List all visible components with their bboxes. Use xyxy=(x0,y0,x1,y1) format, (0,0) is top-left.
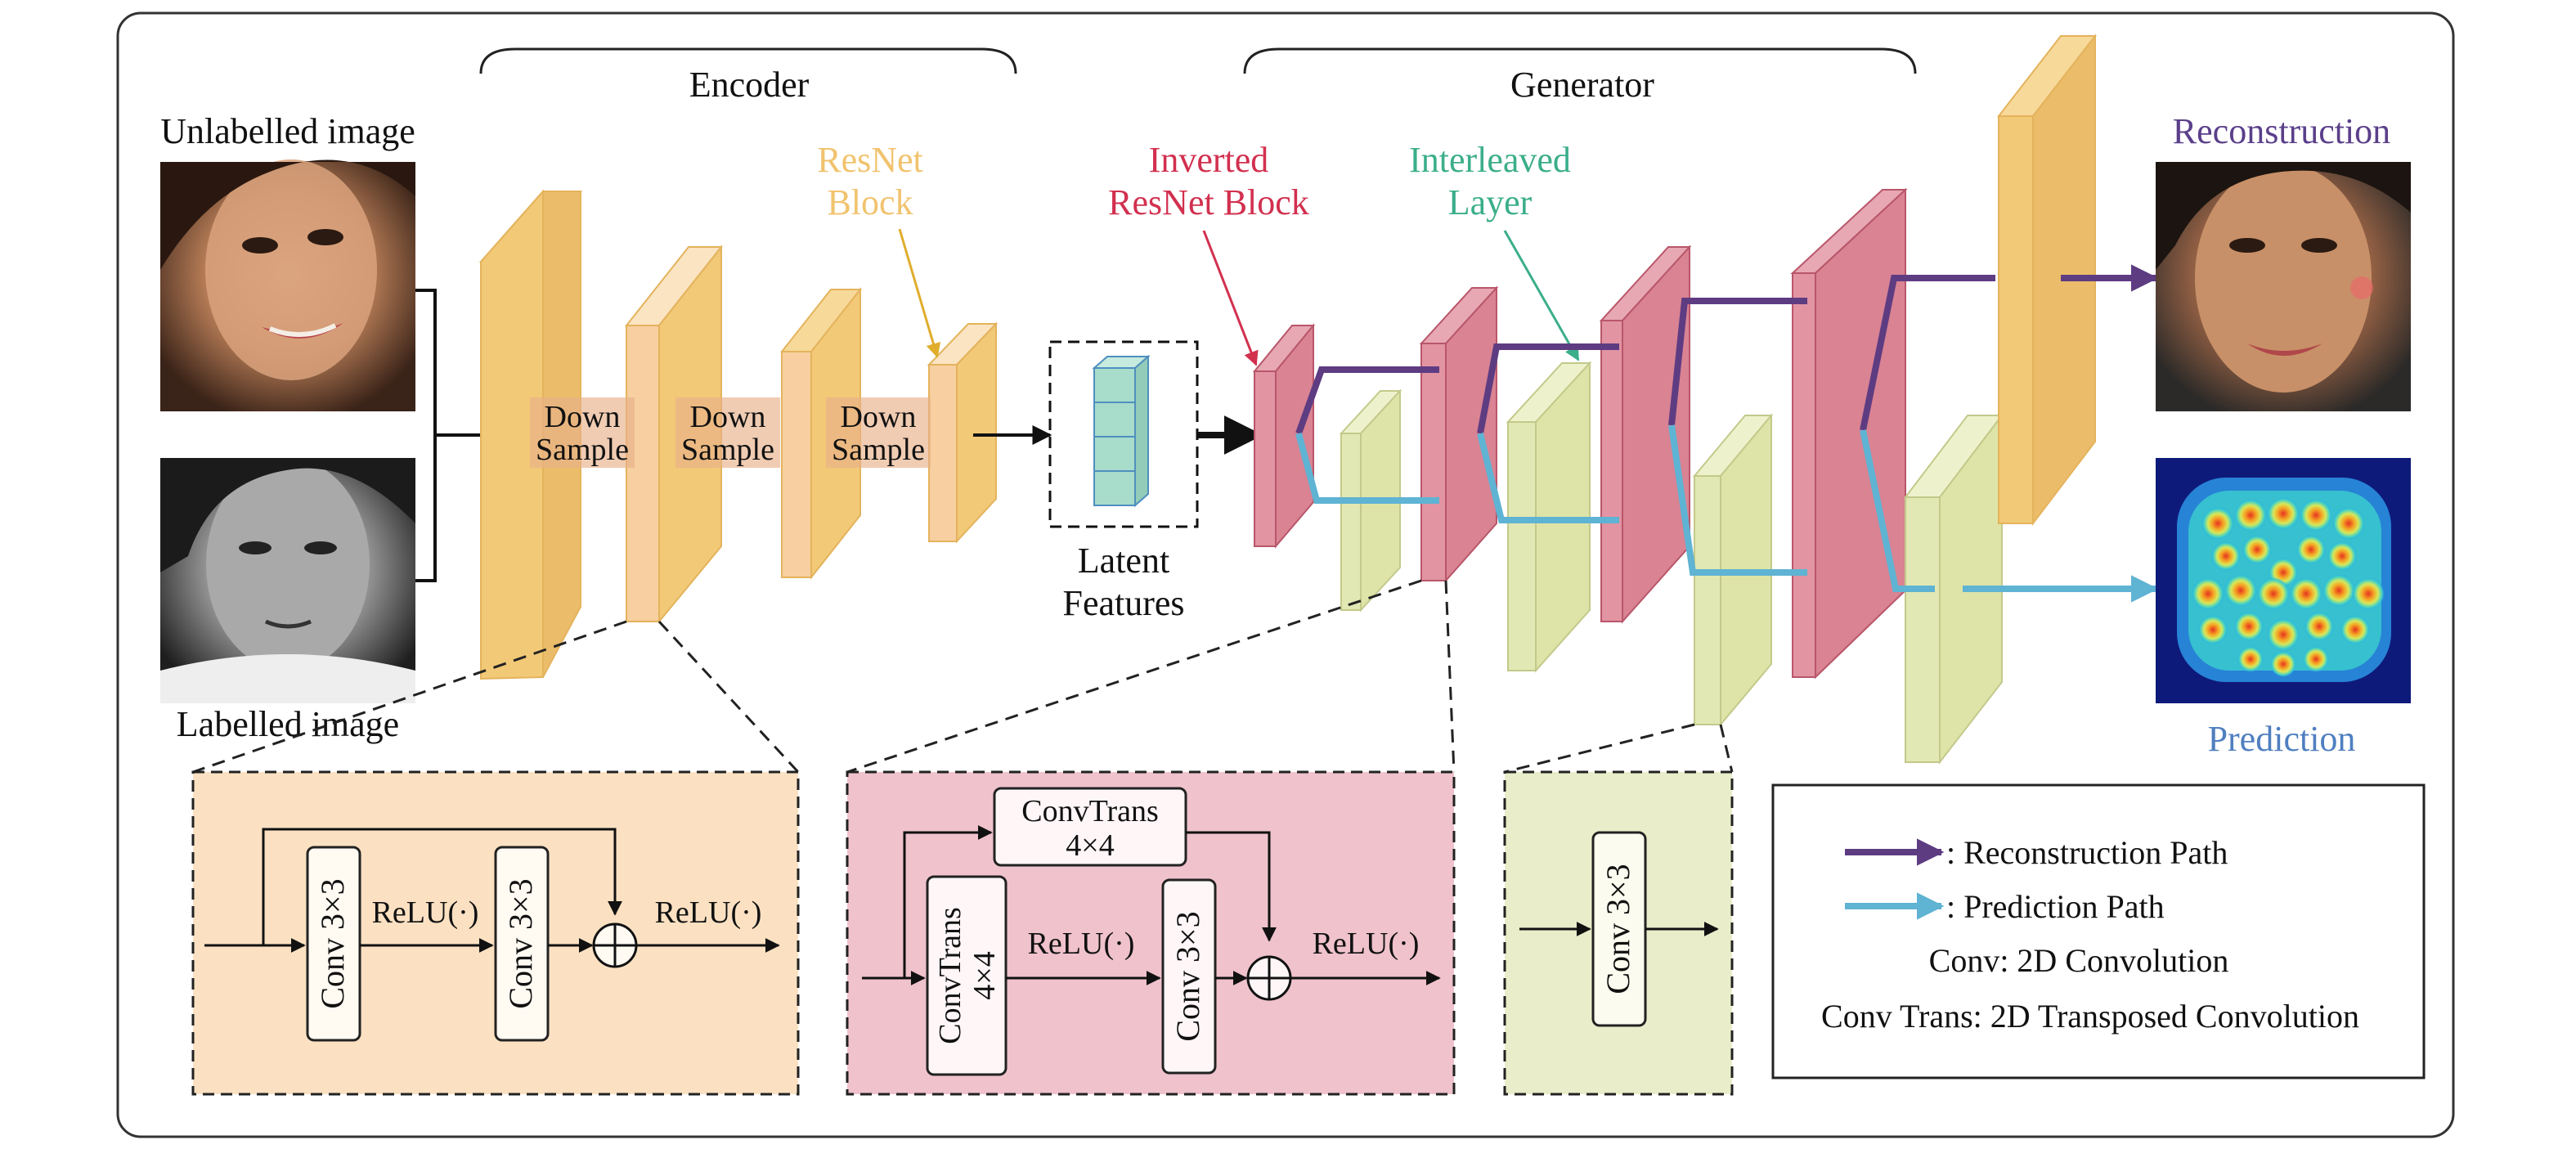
down-sample-2: Down Sample xyxy=(675,397,780,468)
interleaved-layer-label: Interleaved xyxy=(1409,140,1571,180)
svg-text:ConvTrans: ConvTrans xyxy=(1021,794,1159,828)
legend-reconstruction-text: : Reconstruction Path xyxy=(1946,834,2228,871)
latent-features-label: Latent xyxy=(1078,541,1169,581)
inverted-resnet-label: Inverted xyxy=(1149,140,1269,180)
svg-text:Sample: Sample xyxy=(536,433,629,467)
oplus-sum-icon xyxy=(592,922,638,968)
svg-text:Down: Down xyxy=(690,400,766,434)
zoom-line-interleaved-right xyxy=(1719,724,1734,773)
svg-text:Conv 3×3: Conv 3×3 xyxy=(314,878,351,1008)
zoom-line-interleaved-left xyxy=(1504,723,1695,774)
zoom-line-inverted-left xyxy=(846,579,1422,774)
latent-features-label-2: Features xyxy=(1062,583,1184,623)
generator-title: Generator xyxy=(1510,65,1654,105)
svg-text:Sample: Sample xyxy=(832,433,925,467)
inverted-resnet-label-2: ResNet Block xyxy=(1108,182,1309,222)
inverted-resnet-block-3 xyxy=(1599,245,1692,624)
legend-prediction-text: : Prediction Path xyxy=(1946,888,2165,925)
inverted-convtrans-side-box xyxy=(926,875,1008,1076)
heatmap-landmarks xyxy=(2192,497,2385,677)
encoder-brace xyxy=(479,47,1017,74)
inverted-resnet-block-2 xyxy=(1419,285,1499,583)
inverted-convtrans-top-box xyxy=(993,787,1187,867)
labelled-image xyxy=(160,458,415,703)
svg-text:Sample: Sample xyxy=(681,433,774,467)
legend-convtrans-definition: Conv Trans: 2D Transposed Convolution xyxy=(1821,998,2359,1035)
resnet-block-label: ResNet xyxy=(817,140,923,180)
encoder-conv-block-2 xyxy=(779,287,863,580)
resnet-conv1-box xyxy=(306,846,361,1042)
inverted-relu2-label: ReLU(·) xyxy=(1313,927,1420,961)
resnet-block-detail-panel: Conv 3×3 ReLU(·) Conv 3×3 ReLU(·) xyxy=(191,770,800,1096)
reconstruction-image xyxy=(2156,162,2411,411)
resnet-block-label-2: Block xyxy=(827,182,913,222)
svg-text:ConvTrans: ConvTrans xyxy=(933,907,967,1044)
inverted-relu1-label: ReLU(·) xyxy=(1028,927,1135,961)
svg-text:Down: Down xyxy=(841,400,917,434)
prediction-label: Prediction xyxy=(2208,719,2356,759)
inverted-resnet-detail-panel: ConvTrans 4×4 ConvTrans 4×4 ReLU(·) Conv… xyxy=(846,770,1456,1096)
input-bracket xyxy=(415,289,481,582)
svg-text:Down: Down xyxy=(545,400,621,434)
inverted-resnet-block-4 xyxy=(1790,187,1908,680)
inverted-resnet-pointer xyxy=(1202,230,1259,366)
svg-text:Conv 3×3: Conv 3×3 xyxy=(502,878,539,1008)
reconstruction-path-line xyxy=(1295,275,1995,435)
prediction-heatmap xyxy=(2156,458,2411,703)
unlabelled-image xyxy=(160,159,415,411)
outer-frame xyxy=(116,11,2455,1138)
zoom-line-inverted-right xyxy=(1444,580,1456,773)
resnet-relu1-label: ReLU(·) xyxy=(372,895,479,930)
zoom-line-resnet-right xyxy=(657,620,800,774)
oplus-sum-icon-2 xyxy=(1246,955,1292,1001)
svg-text:Conv 3×3: Conv 3×3 xyxy=(1600,864,1636,994)
interleaved-layer-detail-panel: Conv 3×3 xyxy=(1503,770,1734,1096)
inverted-conv-box xyxy=(1161,878,1217,1075)
interleaved-layer-pointer xyxy=(1503,230,1580,361)
generator-brace xyxy=(1243,47,1917,74)
down-sample-3: Down Sample xyxy=(826,397,931,468)
zoom-line-resnet-left xyxy=(192,620,627,774)
resnet-conv2-box xyxy=(494,846,550,1042)
reconstruction-label: Reconstruction xyxy=(2173,111,2390,151)
prediction-path-line xyxy=(1295,424,1935,592)
resnet-block-pointer xyxy=(898,228,941,358)
svg-text:4×4: 4×4 xyxy=(967,951,1002,999)
latent-cube-stack xyxy=(1092,354,1151,508)
legend-panel: : Reconstruction Path : Prediction Path … xyxy=(1771,783,2426,1079)
inverted-resnet-block-1 xyxy=(1252,323,1316,549)
encoder-title: Encoder xyxy=(689,65,810,105)
encoder-resnet-block-2 xyxy=(927,321,999,544)
labelled-image-label: Labelled image xyxy=(177,704,399,744)
resnet-relu2-label: ReLU(·) xyxy=(655,895,762,930)
interleaved-layer-label-2: Layer xyxy=(1448,182,1533,222)
svg-text:4×4: 4×4 xyxy=(1066,828,1114,863)
svg-text:Conv 3×3: Conv 3×3 xyxy=(1169,911,1206,1041)
legend-conv-definition: Conv: 2D Convolution xyxy=(1929,942,2229,979)
unlabelled-image-label: Unlabelled image xyxy=(160,111,415,151)
down-sample-1: Down Sample xyxy=(530,397,635,468)
